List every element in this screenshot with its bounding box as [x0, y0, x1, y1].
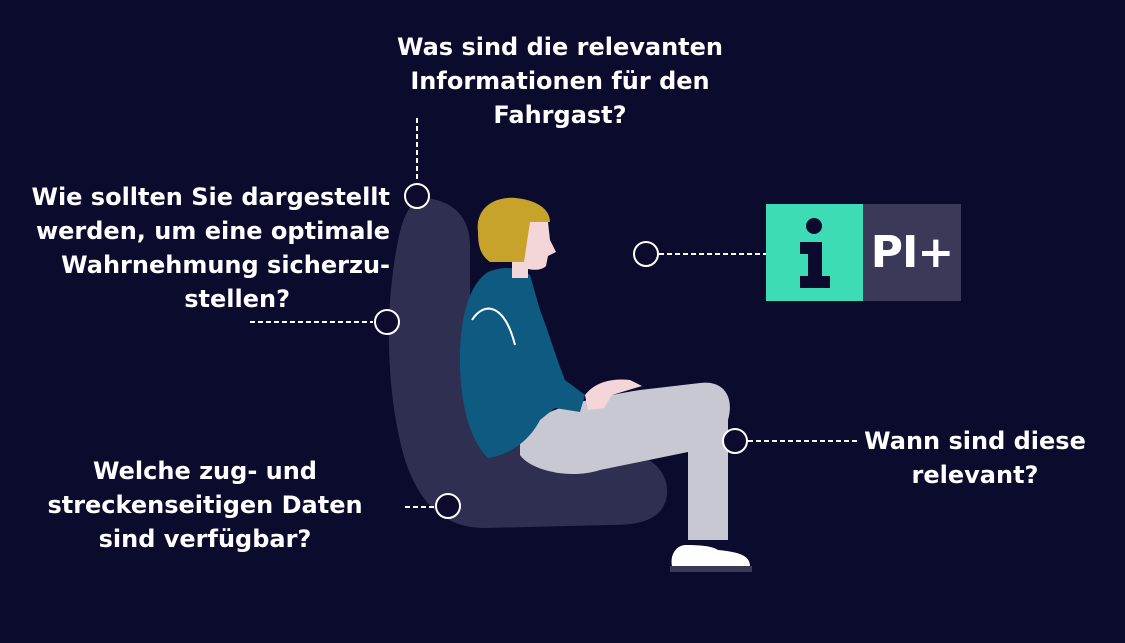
question-left-line: stellen? [184, 285, 290, 313]
marker-left [374, 309, 400, 335]
badge-label: PI+ [863, 204, 961, 301]
sweater [460, 268, 585, 458]
marker-right [722, 428, 748, 454]
question-top-line: Was sind die relevanten [396, 33, 723, 61]
question-left: Wie sollten Sie dargestellt werden, um e… [20, 180, 390, 316]
question-left-line: werden, um eine optimale [35, 217, 390, 245]
question-bottom-line: Welche zug- und [93, 457, 317, 485]
question-bottom-line: sind verfügbar? [98, 525, 312, 553]
question-left-line: Wahrnehmung sicherzu- [61, 251, 390, 279]
marker-badge [633, 241, 659, 267]
shoe [671, 545, 750, 566]
trousers [520, 382, 730, 540]
marker-top [404, 183, 430, 209]
info-icon [766, 204, 863, 301]
seat-shape [388, 198, 668, 528]
question-right-line: relevant? [911, 461, 1039, 489]
pi-plus-badge: PI+ [766, 204, 961, 301]
question-bottom-line: streckenseitigen Daten [47, 491, 363, 519]
hands [585, 379, 642, 410]
question-top-line: Fahrgast? [493, 101, 627, 129]
question-top: Was sind die relevanten Informationen fü… [330, 30, 790, 132]
question-top-line: Informationen für den [410, 67, 710, 95]
hair [477, 197, 550, 262]
question-left-line: Wie sollten Sie dargestellt [31, 183, 390, 211]
question-right-line: Wann sind diese [864, 427, 1086, 455]
shoe-sole [670, 566, 752, 572]
marker-bottom [435, 493, 461, 519]
question-bottom: Welche zug- und streckenseitigen Daten s… [40, 454, 370, 556]
sweater-detail [471, 307, 516, 346]
question-right: Wann sind diese relevant? [855, 424, 1095, 492]
